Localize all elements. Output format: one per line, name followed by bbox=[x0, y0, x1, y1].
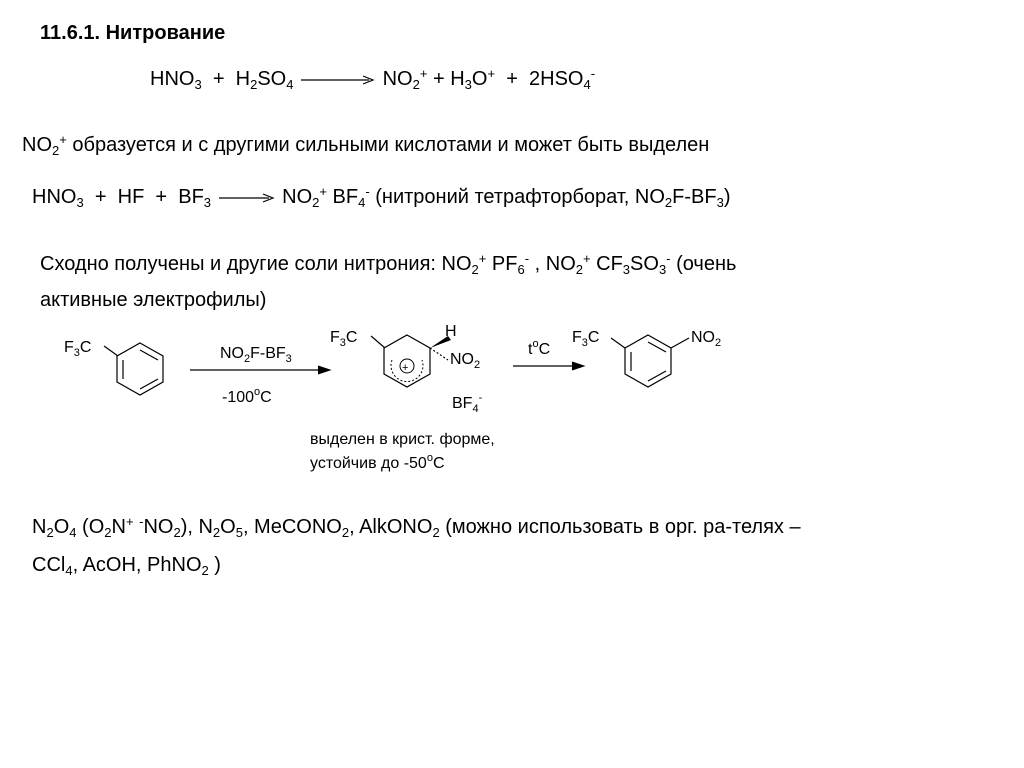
note-line1: выделен в крист. форме, bbox=[310, 431, 495, 448]
nitronium-sentence: NO2+ образуется и с другими сильными кис… bbox=[22, 132, 710, 158]
equation-hno3-h2so4: HNO3 + H2SO4 NO2+ + H3O+ + 2HSO4- bbox=[150, 66, 596, 92]
nitration-scheme: F3C NO2F-BF3 -100oC F3C + H NO2 BF4- toC… bbox=[64, 323, 721, 472]
product-cf3-label: F3C bbox=[572, 329, 599, 349]
page-title: 11.6.1. Нитрование bbox=[40, 22, 226, 44]
reagent-no2f-bf3: NO2F-BF3 bbox=[220, 345, 292, 365]
intermediate-no2-label: NO2 bbox=[450, 351, 480, 371]
intermediate-cf3-label: F3C bbox=[330, 329, 357, 349]
nitrating-agents-list: N2O4 (O2N+ -NO2), N2O5, MeCONO2, AlkONO2… bbox=[32, 514, 801, 578]
reaction-arrow bbox=[218, 193, 275, 203]
positive-charge: + bbox=[402, 362, 408, 374]
intermediate-bf4-label: BF4- bbox=[452, 392, 483, 415]
note-line2: устойчив до -50oC bbox=[310, 452, 445, 472]
step1-arrow: NO2F-BF3 -100oC bbox=[190, 345, 332, 406]
wedge-bond-h bbox=[430, 336, 451, 348]
sigma-complex: F3C + H NO2 BF4- bbox=[330, 323, 483, 415]
reaction-arrow bbox=[301, 75, 375, 85]
product-nitro-cf3-benzene: F3C NO2 bbox=[572, 329, 721, 388]
reactant-cf3-label: F3C bbox=[64, 339, 91, 359]
product-no2-label: NO2 bbox=[691, 329, 721, 349]
reactant-trifluorotoluene: F3C bbox=[64, 339, 164, 396]
nitronium-salts-sentence: Сходно получены и другие соли нитрония: … bbox=[40, 251, 737, 311]
heat-label: toC bbox=[528, 338, 550, 358]
intermediate-h-label: H bbox=[445, 323, 457, 340]
step2-arrow: toC bbox=[513, 338, 586, 371]
equation-hno3-hf-bf3: HNO3 + HF + BF3 NO2+ BF4- (нитроний тетр… bbox=[32, 184, 731, 210]
reagent-temperature: -100oC bbox=[222, 386, 272, 406]
